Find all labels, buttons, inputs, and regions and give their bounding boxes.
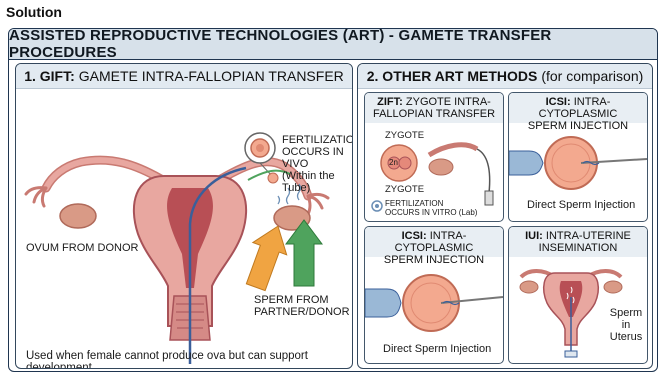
other-methods-header: 2. OTHER ART METHODS (for comparison): [358, 64, 652, 89]
zift-tube: [429, 145, 477, 155]
right-fimbriae: [308, 194, 328, 214]
gift-uterus-illustration: [16, 64, 352, 368]
zift-zygote-bottom-label: ZYGOTE: [385, 185, 424, 195]
icsi-card-bottom: ICSI: INTRA-CYTOPLASMIC SPERM INJECTION …: [364, 226, 504, 364]
holding-pipette: [509, 151, 543, 175]
iui-caption: Sperm in Uterus: [605, 307, 647, 343]
zift-nucleus-label: 2n: [389, 158, 398, 168]
iui-card: IUI: INTRA-UTERINE INSEMINATION Sperm in…: [508, 226, 648, 364]
sperm-arrow-orange: [239, 220, 295, 293]
gift-footnote: Used when female cannot produce ova but …: [26, 350, 352, 369]
gift-panel: 1. GIFT: GAMETE INTRA-FALLOPIAN TRANSFER: [15, 63, 353, 369]
ovum-donor-label: OVUM FROM DONOR: [26, 242, 138, 254]
fertilization-label: FERTILIZATION OCCURS IN VIVO (Within the…: [282, 134, 353, 194]
other-methods-heading: 2. OTHER ART METHODS: [367, 68, 538, 84]
zift-fertilization-label: FERTILIZATION OCCURS IN VITRO (Lab): [385, 199, 477, 217]
other-methods-subheading: (for comparison): [541, 68, 643, 84]
icsi-bottom-caption: Direct Sperm Injection: [383, 343, 491, 355]
icsi-top-caption: Direct Sperm Injection: [527, 199, 635, 211]
zift-syringe: [485, 191, 493, 205]
art-diagram-frame: ASSISTED REPRODUCTIVE TECHNOLOGIES (ART)…: [8, 28, 658, 372]
solution-label: Solution: [6, 4, 62, 20]
icsi-card-top: ICSI: INTRA-CYTOPLASMIC SPERM INJECTION …: [508, 92, 648, 222]
zift-card: ZIFT: ZYGOTE INTRA- FALLOPIAN TRANSFER Z…: [364, 92, 504, 222]
zift-ovary: [429, 159, 453, 175]
zift-zygote-top-label: ZYGOTE: [385, 131, 424, 141]
zift-catheter: [477, 149, 490, 193]
diagram-title: ASSISTED REPRODUCTIVE TECHNOLOGIES (ART)…: [9, 29, 657, 60]
left-fimbriae: [26, 188, 46, 206]
egg-in-tube: [268, 173, 278, 183]
sperm-source-label: SPERM FROM PARTNER/DONOR: [254, 294, 350, 318]
left-ovary: [60, 204, 96, 228]
other-methods-panel: 2. OTHER ART METHODS (for comparison) ZI…: [357, 63, 653, 369]
holding-pipette-bottom: [365, 289, 401, 317]
